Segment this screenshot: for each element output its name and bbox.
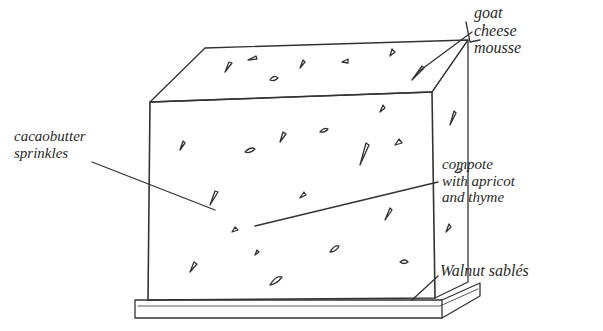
sprinkle (360, 143, 369, 165)
sprinkle (380, 105, 385, 112)
sprinkle (270, 277, 282, 285)
base-edge (441, 300, 442, 318)
callout-label: Walnut sablés (440, 262, 570, 280)
leader-line (412, 276, 438, 300)
sprinkle (330, 246, 339, 252)
leader-line (92, 162, 215, 210)
sprinkle (225, 62, 232, 72)
sprinkle (390, 49, 395, 56)
leader-line (418, 22, 480, 72)
sprinkle (180, 141, 185, 150)
callout-label: compote with apricot and thyme (442, 156, 522, 206)
sprinkle (395, 139, 402, 145)
sprinkle (190, 262, 197, 272)
leader-line (255, 182, 438, 226)
sprinkle (255, 250, 259, 255)
sprinkle (450, 111, 456, 125)
sprinkle (245, 148, 255, 153)
sprinkle (342, 59, 348, 63)
sprinkle (320, 128, 328, 132)
sprinkle (248, 56, 257, 60)
sprinkle (385, 208, 392, 220)
sprinkle (270, 76, 278, 80)
sprinkle (446, 224, 451, 232)
callout-label: goat cheese mousse (474, 4, 536, 57)
sprinkle (400, 260, 408, 264)
sprinkle (300, 192, 306, 198)
sprinkle (280, 132, 286, 142)
sprinkle (210, 191, 218, 205)
sprinkle (300, 60, 305, 68)
callout-label: cacaobutter sprinkles (14, 128, 114, 161)
cube-front-face (148, 92, 435, 300)
sprinkle (232, 227, 238, 232)
